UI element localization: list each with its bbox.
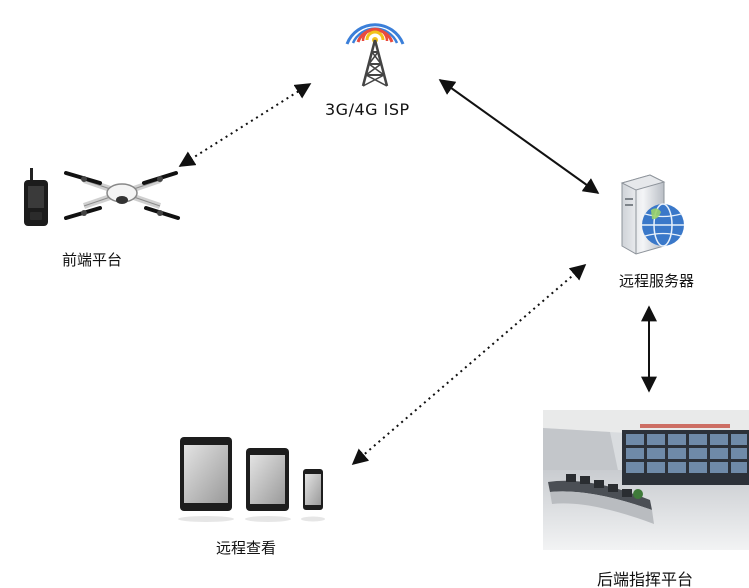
phone-icon (301, 469, 325, 522)
link-front-isp (178, 83, 312, 167)
remote-view-label: 远程查看 (216, 539, 277, 557)
command-platform-label: 后端指挥平台 (597, 570, 694, 588)
remote-server-label: 远程服务器 (619, 272, 695, 290)
isp-label: 3G/4G ISP (325, 100, 410, 119)
link-isp-server (438, 79, 600, 194)
drone-icon (64, 171, 180, 220)
tablet-large-icon (178, 437, 234, 522)
tablet-small-icon (245, 448, 291, 522)
web-server-icon (620, 174, 684, 255)
handheld-terminal-icon (24, 168, 48, 226)
command-center-photo (543, 410, 749, 550)
cell-tower-icon (345, 23, 405, 87)
front-platform-label: 前端平台 (62, 251, 123, 269)
